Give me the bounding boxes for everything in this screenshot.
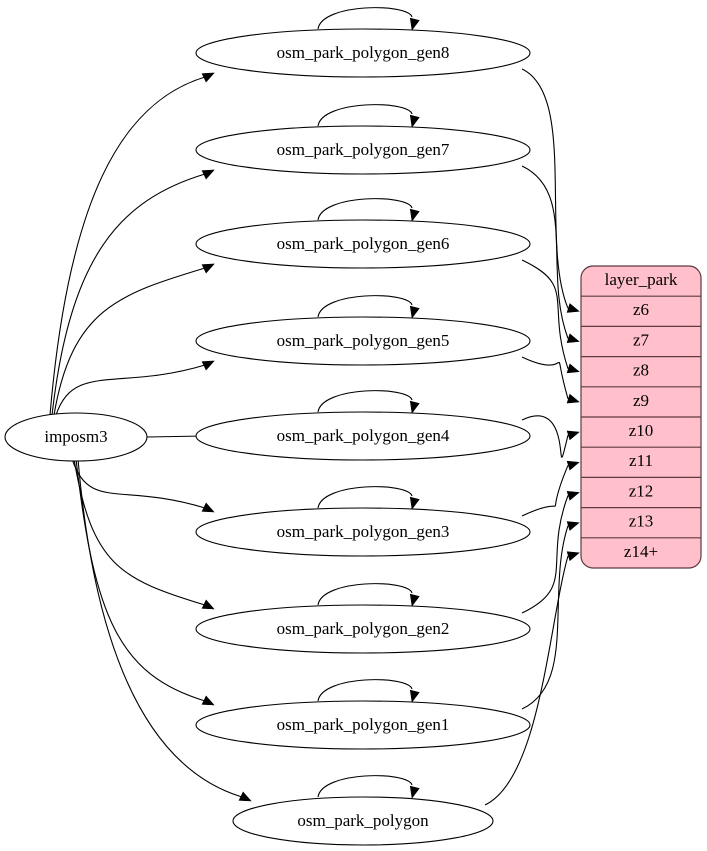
arrowhead-gen7-z7	[566, 333, 580, 343]
table-layer: layer_park z6 z7 z8 z9 z10 z11 z12 z13 z14+	[580, 265, 702, 569]
node-imposm3[interactable]	[4, 412, 148, 462]
edges-layer	[49, 7, 580, 806]
table-row-z14+[interactable]: z14+	[624, 542, 658, 561]
node-gen5[interactable]	[195, 316, 531, 366]
arrowhead-to-gen6	[201, 263, 215, 274]
self-loop-gen5	[317, 295, 413, 318]
self-loop-gen7	[317, 104, 413, 127]
node-label-gen6: osm_park_polygon_gen6	[277, 234, 450, 253]
self-loop-arrowhead-gen5	[409, 305, 420, 319]
self-loop-arrowhead-gen6	[409, 208, 420, 222]
node-gen4[interactable]	[195, 411, 531, 461]
arrowhead-to-base	[238, 791, 252, 802]
arrowhead-gen8-z6	[566, 303, 580, 313]
node-label-gen1: osm_park_polygon_gen1	[277, 715, 450, 734]
node-gen3[interactable]	[195, 507, 531, 557]
node-label-gen2: osm_park_polygon_gen2	[277, 619, 450, 638]
edge-gen2-to-z12	[521, 495, 569, 614]
node-label-gen3: osm_park_polygon_gen3	[277, 522, 450, 541]
table-row-z11[interactable]: z11	[629, 451, 653, 470]
edge-imposm3-to-gen3	[71, 458, 206, 509]
edge-imposm3-to-gen1	[75, 458, 206, 702]
node-base[interactable]	[232, 796, 494, 846]
arrowhead-gen6-z8	[566, 363, 580, 374]
self-loop-gen2	[317, 583, 413, 606]
arrowhead-to-gen3	[201, 502, 215, 513]
arrowhead-to-gen5	[201, 360, 215, 371]
table-header-label: layer_park	[605, 270, 678, 289]
table-row-z10[interactable]: z10	[629, 421, 654, 440]
nodes-layer: imposm3 osm_park_polygon_gen8 osm_park_pol…	[4, 28, 531, 846]
self-loop-gen8	[317, 7, 413, 30]
arrowhead-gen4-z10	[566, 430, 580, 441]
edge-imposm3-to-gen6	[53, 267, 206, 416]
node-label-gen8: osm_park_polygon_gen8	[277, 43, 450, 62]
edge-imposm3-to-base	[77, 458, 243, 798]
edge-gen1-to-z13	[521, 525, 569, 710]
self-loop-arrowhead-gen1	[409, 689, 420, 703]
self-loop-gen6	[317, 198, 413, 221]
edge-imposm3-to-gen4	[146, 435, 205, 438]
arrowhead-gen1-z13	[566, 521, 580, 531]
self-loop-arrowhead-base	[409, 785, 420, 799]
table-row-z9[interactable]: z9	[633, 391, 649, 410]
arrowhead-to-gen8	[201, 72, 215, 83]
arrowhead-to-gen1	[201, 695, 215, 706]
edge-gen7-to-z7	[521, 165, 569, 339]
table-row-z12[interactable]: z12	[629, 481, 654, 500]
edge-gen8-to-z6	[521, 68, 569, 309]
edge-imposm3-to-gen5	[55, 364, 206, 416]
self-loop-arrowhead-gen7	[409, 114, 420, 128]
table-row-z6[interactable]: z6	[633, 300, 649, 319]
node-gen2[interactable]	[195, 604, 531, 654]
edge-imposm3-to-gen8	[49, 76, 206, 416]
arrowhead-base-z14+	[566, 551, 580, 562]
node-gen8[interactable]	[195, 28, 531, 78]
edge-gen5-to-z9	[521, 356, 569, 400]
self-loop-gen1	[317, 679, 413, 702]
arrowhead-gen3-z11	[566, 460, 580, 471]
self-loop-base	[317, 775, 413, 798]
edge-gen4-to-z10	[521, 415, 569, 458]
self-loop-arrowhead-gen4	[409, 400, 420, 414]
edge-gen3-to-z11	[521, 465, 569, 517]
node-label-gen5: osm_park_polygon_gen5	[277, 331, 450, 350]
edge-imposm3-to-gen2	[73, 458, 206, 606]
edge-base-to-z14+	[484, 555, 569, 806]
arrowhead-to-gen2	[201, 599, 215, 610]
arrowhead-to-gen7	[201, 169, 215, 180]
self-loop-arrowhead-gen2	[409, 593, 420, 607]
table-row-z7[interactable]: z7	[633, 330, 650, 349]
arrowhead-gen5-z9	[566, 393, 580, 404]
node-gen1[interactable]	[195, 700, 531, 750]
node-label-base: osm_park_polygon	[297, 811, 429, 830]
node-gen6[interactable]	[195, 219, 531, 269]
self-loop-gen4	[317, 390, 413, 413]
table-row-z8[interactable]: z8	[633, 361, 649, 380]
table-row-z13[interactable]: z13	[629, 512, 654, 531]
node-label-gen7: osm_park_polygon_gen7	[277, 140, 450, 159]
arrowhead-gen2-z12	[566, 491, 580, 501]
edge-gen6-to-z8	[521, 259, 569, 369]
self-loop-arrowhead-gen8	[409, 17, 420, 31]
self-loop-arrowhead-gen3	[409, 496, 420, 510]
node-label-imposm3: imposm3	[44, 427, 107, 446]
self-loop-gen3	[317, 486, 413, 509]
node-gen7[interactable]	[195, 125, 531, 175]
edge-imposm3-to-gen7	[51, 173, 206, 416]
node-label-gen4: osm_park_polygon_gen4	[277, 426, 450, 445]
